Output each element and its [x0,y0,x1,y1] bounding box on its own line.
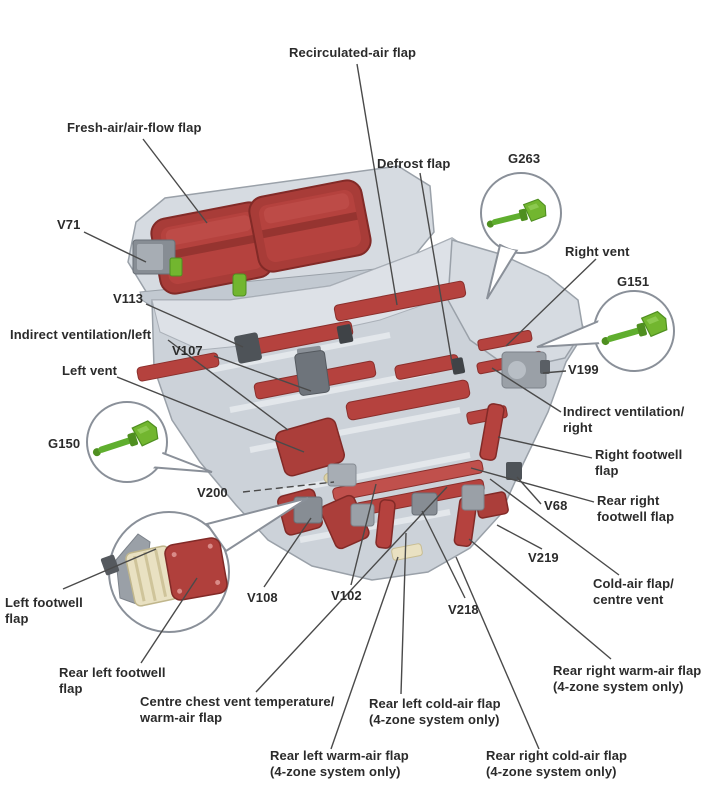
leader-v113 [145,303,244,348]
label-rear-left-warm-air-flap: Rear left warm-air flap (4-zone system o… [270,748,409,779]
label-defrost-flap: Defrost flap [377,156,451,171]
label-v68: V68 [544,498,568,513]
label-v107: V107 [172,343,203,358]
leader-v107 [213,355,312,392]
hvac-unit [127,165,586,581]
green-connector-v71 [169,257,183,277]
heat-exchanger-element [125,545,179,607]
leader-defrost-flap [419,172,453,364]
label-rear-right-warm-air-flap: Rear right warm-air flap (4-zone system … [553,663,702,694]
label-rear-left-footwell-flap: Rear left footwell flap [59,665,166,696]
label-recirculated-air-flap: Recirculated-air flap [289,45,417,60]
actuator-v68 [506,462,522,480]
label-g263: G263 [508,151,541,166]
leader-rear-right-footwell [470,467,595,503]
leader-rear-left-cold-air [400,532,407,695]
actuator-v219 [461,484,485,511]
leader-v102 [350,483,377,586]
actuator-v200 [327,463,357,487]
label-v113: V113 [113,291,144,306]
callout-g263 [480,172,562,300]
leader-left-vent [116,376,305,453]
leader-centre-chest-vent [255,486,448,693]
label-rear-right-footwell-flap: Rear right footwell flap [597,493,675,524]
label-v71: V71 [57,217,81,232]
leader-fresh-air-flap [142,138,208,224]
centre-vent-warm-air-bar-part [332,459,484,502]
leader-rear-left-warm-air [330,556,399,750]
label-left-footwell-flap: Left footwell flap [5,595,83,626]
label-right-vent: Right vent [565,244,630,259]
label-left-vent: Left vent [62,363,118,378]
label-rear-right-cold-air-flap: Rear right cold-air flap (4-zone system … [486,748,628,779]
label-cold-air-flap-centre-vent: Cold-air flap/ centre vent [593,576,674,607]
callout-g151 [536,290,675,372]
leader-right-footwell-flap [497,436,593,459]
label-v108: V108 [247,590,278,605]
label-v219: V219 [528,550,559,565]
leader-v108 [263,517,312,588]
label-g150: G150 [48,436,81,451]
label-fresh-air-flap: Fresh-air/air-flow flap [67,120,202,135]
leader-indirect-vent-left [167,339,289,431]
label-v199: V199 [568,362,599,377]
fresh-air-flap-part-2 [248,179,372,273]
callout-g150 [86,401,213,483]
left-footwell-flap-part [164,537,228,601]
label-right-footwell-flap: Right footwell flap [595,447,683,478]
leader-v71 [83,231,147,263]
leader-rear-left-footwell [140,577,198,664]
leader-v218 [421,510,466,599]
label-v102: V102 [331,588,362,603]
actuators [132,239,550,561]
right-footwell-flap-part [479,403,505,461]
label-rear-left-cold-air-flap: Rear left cold-air flap (4-zone system o… [369,696,501,727]
leader-left-footwell-flap [62,548,157,590]
leader-cold-air-flap [489,478,620,576]
leader-rear-right-cold-air [455,556,540,750]
leader-v200 [242,481,335,493]
label-v218: V218 [448,602,479,617]
leader-rear-right-warm-air [468,538,612,660]
recirculated-air-flap-part [333,280,467,322]
leader-v219 [496,524,543,550]
label-v200: V200 [197,485,228,500]
leader-recirculated-air-flap [356,63,398,306]
leader-v199 [542,370,567,374]
label-indirect-ventilation-right: Indirect ventilation/ right [563,404,685,435]
label-centre-chest-vent: Centre chest vent temperature/ warm-air … [140,694,335,725]
leader-right-vent [505,258,597,347]
leader-lines [62,63,620,750]
callout-left-footwell-flap [100,497,309,633]
actuator-v107 [294,350,330,396]
label-g151: G151 [617,274,650,289]
label-indirect-ventilation-left: Indirect ventilation/left [10,327,152,342]
leader-indirect-vent-right [491,367,562,413]
actuator-v113 [234,332,262,364]
actuator-v102 [350,503,375,527]
green-connector-v113 [232,273,247,297]
